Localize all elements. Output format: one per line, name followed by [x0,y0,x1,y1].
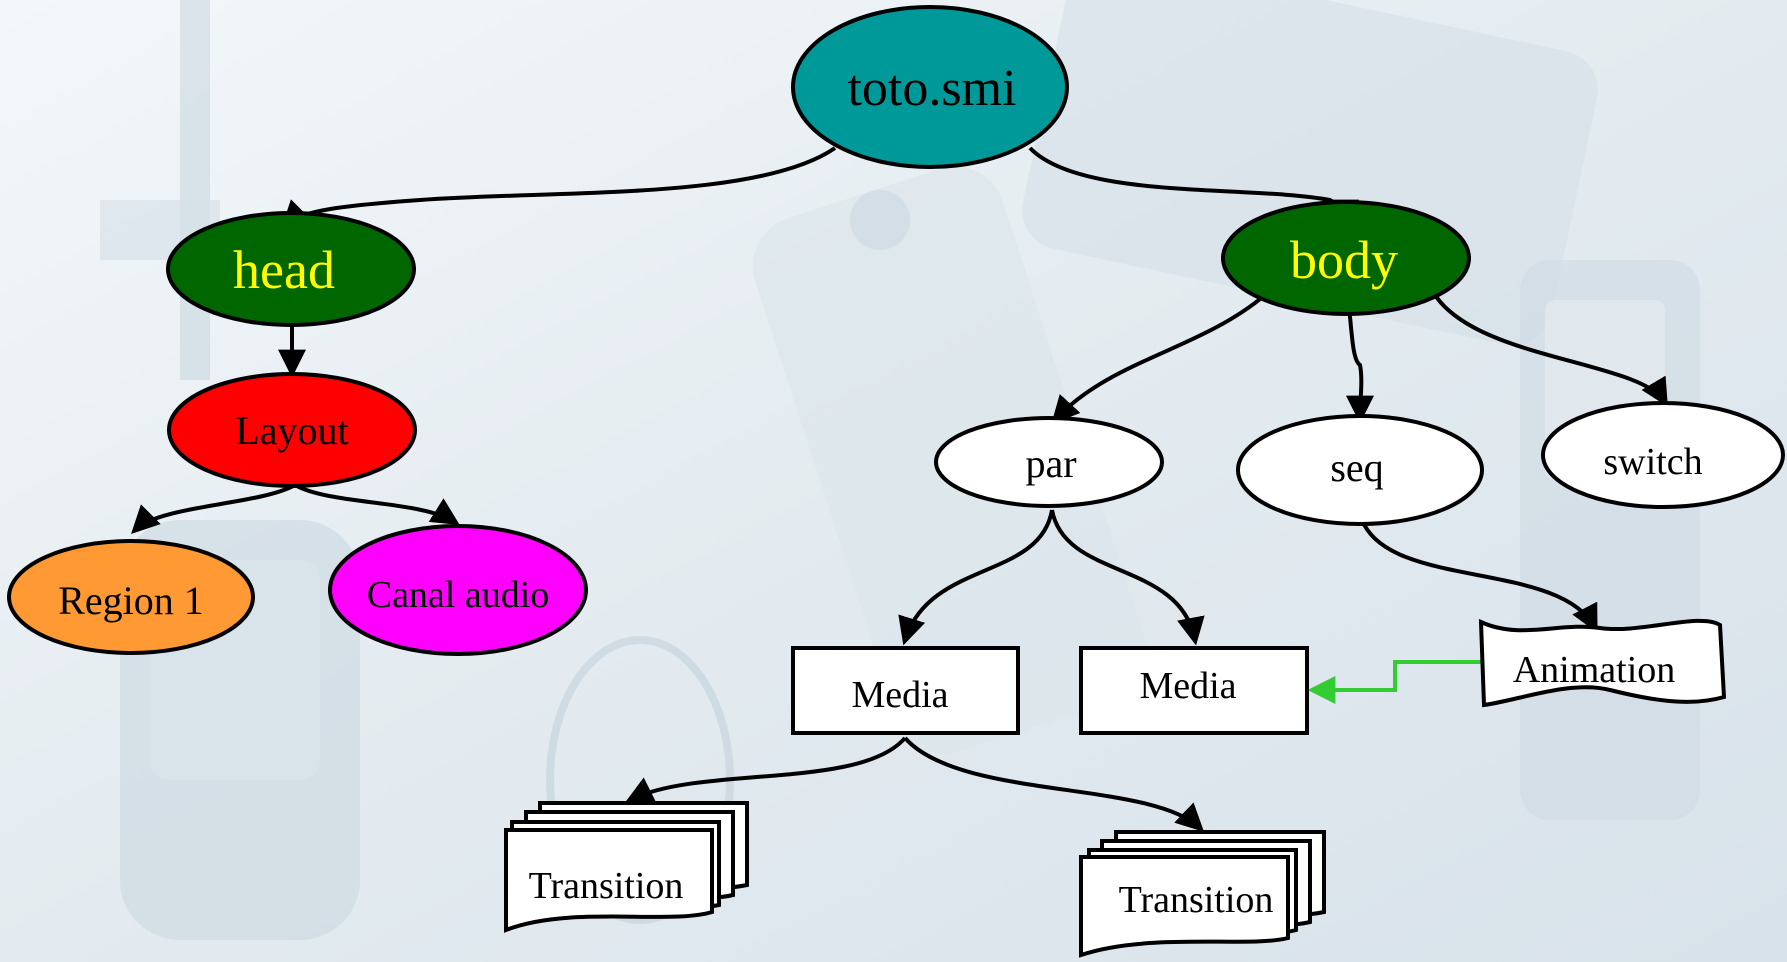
node-layout-shape [167,372,417,488]
node-root-shape [791,5,1069,169]
edge-root-head [281,146,837,229]
node-media-2-shape [1079,646,1309,735]
node-par-shape [934,416,1164,508]
node-seq-label: seq [1330,445,1383,490]
node-media-1-label: Media [851,674,948,716]
node-layout-label: Layout [235,408,348,453]
node-media-1-shape [791,646,1020,735]
edge-body-seq [1346,297,1375,424]
node-head-shape [166,211,416,327]
node-seq[interactable]: seq [1236,414,1484,526]
node-root-label: toto.smi [847,60,1016,117]
node-region1[interactable]: Region 1 [7,539,255,655]
node-par-label: par [1025,441,1076,486]
node-head[interactable]: head [166,211,416,327]
node-switch-shape [1541,401,1785,509]
edge-animation-media2 [1307,660,1482,704]
node-media-2-label: Media [1139,665,1236,707]
edge-media1-transition2 [903,736,1205,832]
edge-par-media2 [1050,509,1205,646]
node-canal-audio[interactable]: Canal audio [328,524,588,656]
node-layout[interactable]: Layout [167,372,417,488]
node-switch-label: switch [1603,441,1702,483]
node-transition-2-label: Transition [1119,879,1274,921]
node-body-shape [1221,200,1471,316]
edge-par-media1 [898,509,1054,646]
node-seq-shape [1236,414,1484,526]
node-region1-shape [7,539,255,655]
node-switch[interactable]: switch [1541,401,1785,509]
node-media-2[interactable]: Media [1079,646,1309,735]
node-transition-1[interactable]: Transition [504,801,749,933]
edge-layout-region1 [131,483,296,534]
edge-body-switch [1430,289,1668,407]
node-transition-1-shape [504,801,749,933]
edge-media1-transition1 [624,736,907,803]
node-animation-label: Animation [1513,649,1676,691]
node-transition-1-label: Transition [529,865,684,907]
node-region1-label: Region 1 [58,578,204,623]
edge-layout-canal-audio [294,483,460,525]
tree-edges [131,146,1668,832]
node-animation-shape [1478,618,1727,708]
node-head-label: head [233,240,335,300]
node-body-label: body [1290,230,1398,290]
edge-body-par [1051,293,1267,425]
node-canal-audio-shape [328,524,588,656]
node-transition-2-shape [1079,830,1326,958]
node-root[interactable]: toto.smi [791,5,1069,169]
node-transition-2[interactable]: Transition [1079,830,1326,958]
edge-seq-animation [1360,519,1598,633]
node-canal-audio-label: Canal audio [367,574,550,616]
node-media-1[interactable]: Media [791,646,1020,735]
node-body[interactable]: body [1221,200,1471,316]
node-par[interactable]: par [934,416,1164,508]
node-animation[interactable]: Animation [1478,618,1727,708]
